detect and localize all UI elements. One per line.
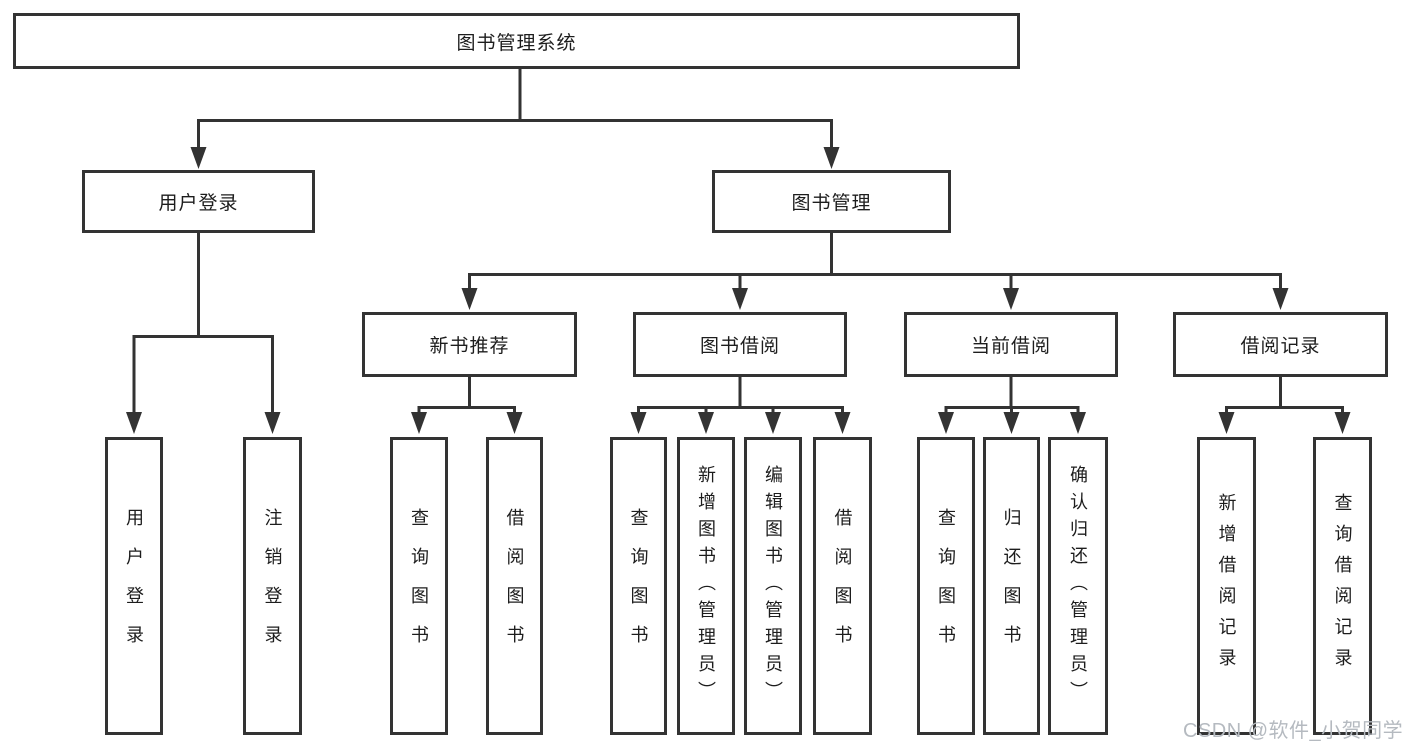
node-nbr-borrow-books-label: 借阅图书 bbox=[504, 508, 525, 664]
node-user-login: 用户登录 bbox=[82, 170, 315, 233]
node-book-management-label: 图书管理 bbox=[791, 193, 872, 214]
node-root-label: 图书管理系统 bbox=[456, 32, 577, 54]
node-br-add-record: 新增借阅记录 bbox=[1197, 437, 1256, 735]
node-nbr-query-books: 查询图书 bbox=[390, 437, 448, 735]
node-bb-add-books-admin: 新增图书（管理员） bbox=[677, 437, 735, 735]
node-bb-edit-books-admin-label: 编辑图书（管理员） bbox=[763, 464, 783, 708]
node-user-login-action-label: 用户登录 bbox=[124, 508, 144, 664]
node-new-book-recommend-label: 新书推荐 bbox=[429, 336, 510, 357]
node-logout-action: 注销登录 bbox=[243, 437, 302, 735]
node-book-management: 图书管理 bbox=[712, 170, 951, 233]
node-bb-query-books: 查询图书 bbox=[610, 437, 667, 735]
node-bb-borrow-books-label: 借阅图书 bbox=[832, 508, 853, 664]
node-user-login-action: 用户登录 bbox=[105, 437, 163, 735]
node-root: 图书管理系统 bbox=[13, 13, 1020, 69]
node-nbr-query-books-label: 查询图书 bbox=[409, 508, 429, 664]
node-br-query-record-label: 查询借阅记录 bbox=[1332, 493, 1353, 679]
node-cb-confirm-return-admin: 确认归还（管理员） bbox=[1048, 437, 1108, 735]
node-bb-edit-books-admin: 编辑图书（管理员） bbox=[744, 437, 802, 735]
node-br-add-record-label: 新增借阅记录 bbox=[1216, 493, 1237, 679]
node-bb-add-books-admin-label: 新增图书（管理员） bbox=[696, 464, 716, 708]
node-cb-confirm-return-admin-label: 确认归还（管理员） bbox=[1068, 464, 1088, 708]
node-borrow-records-label: 借阅记录 bbox=[1240, 336, 1321, 357]
node-new-book-recommend: 新书推荐 bbox=[362, 312, 577, 377]
node-nbr-borrow-books: 借阅图书 bbox=[486, 437, 543, 735]
node-bb-query-books-label: 查询图书 bbox=[628, 508, 649, 664]
node-cb-query-books: 查询图书 bbox=[917, 437, 975, 735]
node-logout-action-label: 注销登录 bbox=[262, 508, 283, 664]
node-cb-return-books: 归还图书 bbox=[983, 437, 1040, 735]
node-bb-borrow-books: 借阅图书 bbox=[813, 437, 872, 735]
node-cb-query-books-label: 查询图书 bbox=[936, 508, 956, 664]
node-current-borrow: 当前借阅 bbox=[904, 312, 1118, 377]
node-current-borrow-label: 当前借阅 bbox=[970, 336, 1051, 357]
node-book-borrow-label: 图书借阅 bbox=[699, 336, 780, 357]
node-br-query-record: 查询借阅记录 bbox=[1313, 437, 1372, 735]
node-book-borrow: 图书借阅 bbox=[633, 312, 847, 377]
node-cb-return-books-label: 归还图书 bbox=[1001, 508, 1022, 664]
node-user-login-label: 用户登录 bbox=[158, 193, 239, 214]
watermark: CSDN @软件_小贺同学 bbox=[1183, 720, 1404, 742]
node-borrow-records: 借阅记录 bbox=[1173, 312, 1388, 377]
